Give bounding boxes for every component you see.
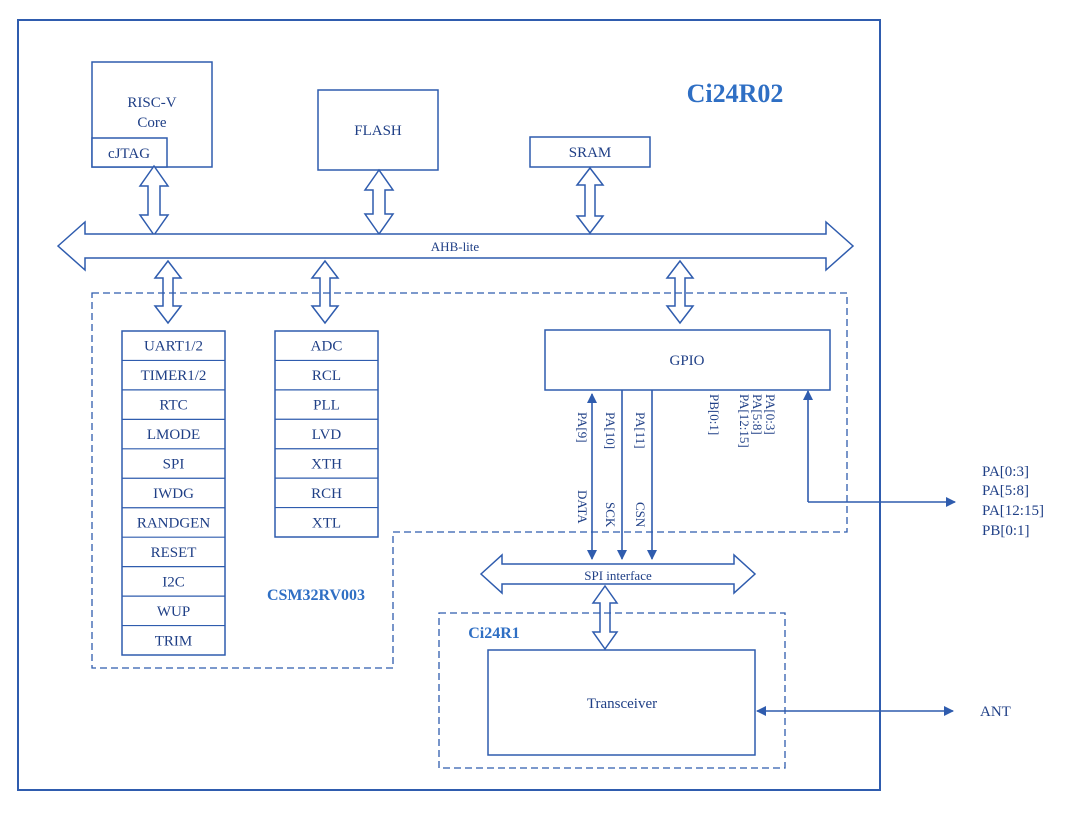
cjtag-box bbox=[91, 137, 168, 168]
mcu-region bbox=[91, 292, 848, 669]
gpio-group-pb01: PB[0:1] bbox=[707, 394, 722, 435]
spi-interface-arrow bbox=[479, 553, 757, 595]
riscv-core-block: RISC-V Core cJTAG bbox=[91, 61, 213, 168]
flash-bus-arrow bbox=[363, 168, 395, 236]
ext-pin-3: PA[12:15] bbox=[982, 503, 1044, 519]
ext-pin-1: PA[0:3] bbox=[982, 464, 1029, 480]
peripheral-mid-item: RCH bbox=[311, 486, 342, 502]
core-bus-arrow bbox=[138, 164, 170, 237]
peripheral-mid-item: RCL bbox=[312, 368, 341, 384]
peripheral-left-item: UART1/2 bbox=[144, 339, 203, 355]
peripheral-left-item: TRIM bbox=[155, 633, 193, 649]
peripheral-column-mid: ADC RCL PLL LVD XTH RCH XTL bbox=[274, 330, 379, 538]
signal-label-csn: CSN bbox=[633, 502, 648, 528]
spi-transceiver-arrow bbox=[591, 584, 619, 651]
peripheral-left-item: RANDGEN bbox=[137, 515, 210, 531]
ext-pin-2: PA[5:8] bbox=[982, 483, 1029, 499]
peripheral-left-item: RESET bbox=[151, 545, 197, 561]
sram-label: SRAM bbox=[569, 145, 612, 161]
chip-title: Ci24R02 bbox=[687, 79, 784, 108]
external-pin-list: PA[0:3] PA[5:8] PA[12:15] PB[0:1] bbox=[982, 464, 1044, 539]
gpio-group-pa03: PA[0:3] bbox=[763, 394, 778, 435]
chip-boundary bbox=[17, 19, 881, 791]
antenna-label: ANT bbox=[980, 704, 1011, 720]
gpio-label: GPIO bbox=[669, 353, 704, 369]
peripheral-mid-item: XTH bbox=[311, 456, 342, 472]
peripheral-mid-item: ADC bbox=[311, 339, 343, 355]
signal-label-sck: SCK bbox=[603, 502, 618, 528]
core-label-line2: Core bbox=[137, 115, 167, 131]
transceiver-label: Transceiver bbox=[587, 696, 657, 712]
signal-label-data: DATA bbox=[575, 490, 590, 524]
gpio-group-pa58: PA[5:8] bbox=[750, 394, 765, 435]
gpio-group-pa1215: PA[12:15] bbox=[737, 394, 752, 448]
pin-label-pa11: PA[11] bbox=[633, 412, 648, 449]
peripheral-left-item: IWDG bbox=[153, 486, 194, 502]
flash-label: FLASH bbox=[354, 123, 402, 139]
peripheral-left-item: I2C bbox=[162, 574, 185, 590]
gpio-block: GPIO bbox=[544, 329, 831, 391]
peripheral-mid-item: PLL bbox=[313, 398, 340, 414]
sram-bus-arrow bbox=[575, 166, 605, 235]
ahb-bus-arrow bbox=[56, 220, 855, 272]
spi-interface-label: SPI interface bbox=[584, 568, 652, 583]
peripheral-left-item: RTC bbox=[159, 398, 187, 414]
pin-label-pa9: PA[9] bbox=[575, 412, 590, 443]
ext-pin-4: PB[0:1] bbox=[982, 523, 1030, 539]
bus-periph-mid-arrow bbox=[310, 259, 340, 325]
flash-block: FLASH bbox=[317, 89, 439, 171]
cjtag-label: cJTAG bbox=[108, 146, 150, 162]
peripheral-left-item: TIMER1/2 bbox=[141, 368, 207, 384]
mcu-label: CSM32RV003 bbox=[267, 587, 365, 604]
transceiver-block: Transceiver bbox=[487, 649, 756, 756]
peripheral-left-item: WUP bbox=[157, 604, 190, 620]
bus-periph-left-arrow bbox=[153, 259, 183, 325]
rf-label: Ci24R1 bbox=[468, 625, 520, 642]
peripheral-left-item: LMODE bbox=[147, 427, 200, 443]
peripheral-mid-item: XTL bbox=[312, 515, 341, 531]
sram-block: SRAM bbox=[529, 136, 651, 168]
peripheral-left-item: SPI bbox=[163, 457, 185, 473]
core-label-line1: RISC-V bbox=[127, 95, 176, 111]
peripheral-mid-item: LVD bbox=[312, 427, 342, 443]
rf-region bbox=[438, 612, 786, 769]
pin-label-pa10: PA[10] bbox=[603, 412, 618, 449]
ahb-bus-label: AHB-lite bbox=[431, 239, 480, 254]
bus-gpio-arrow bbox=[665, 259, 695, 325]
